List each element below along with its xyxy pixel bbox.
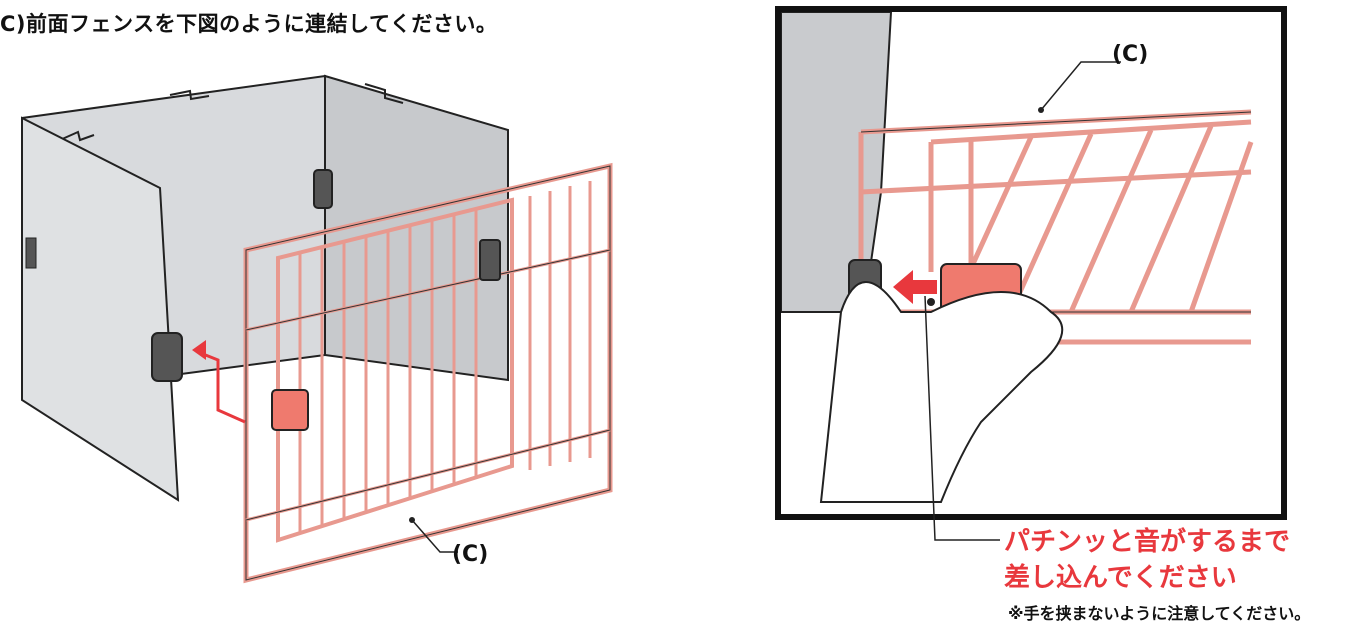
- connector-clip-left: [151, 332, 183, 382]
- instruction-title: C)前面フェンスを下図のように連結してください。: [0, 12, 498, 36]
- warning-text: パチンッと音がするまで 差し込んでください: [1004, 524, 1290, 596]
- fence-bars: [298, 181, 592, 534]
- detail-callout-label: (C): [1112, 42, 1149, 67]
- fence-clip-red: [271, 389, 309, 431]
- fence-door: [276, 197, 514, 543]
- fence-callout-label: (C): [452, 542, 489, 567]
- fence-clip-dark: [479, 239, 501, 281]
- connector-clip-edge: [25, 237, 37, 269]
- left-arrow-icon: [893, 270, 937, 304]
- side-panel-front: [21, 116, 180, 502]
- connector-clip-back: [313, 169, 333, 209]
- caution-note: ※手を挟まないように注意してください。: [1008, 604, 1311, 623]
- assembly-illustration: [21, 74, 613, 584]
- warning-line-1: パチンッと音がするまで: [1004, 527, 1291, 557]
- hand-illustration: [819, 281, 1064, 503]
- hook-arrow-icon: [197, 350, 246, 424]
- warning-line-2: 差し込んでください: [1004, 563, 1237, 593]
- detail-inset: [775, 6, 1287, 520]
